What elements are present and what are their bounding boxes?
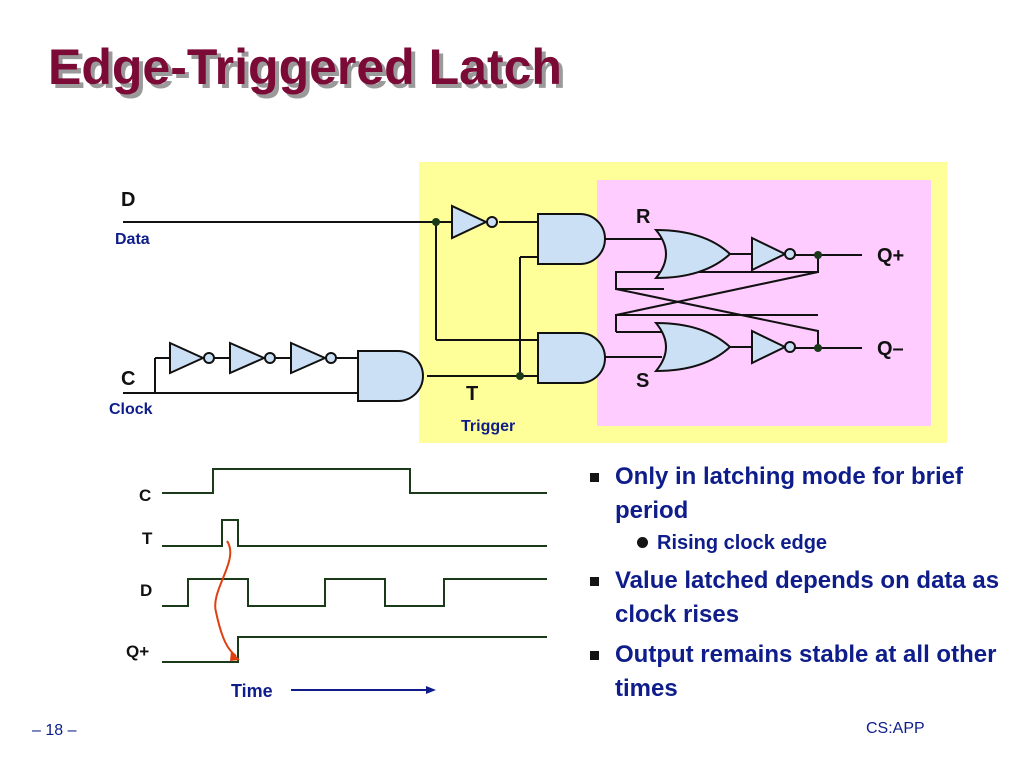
and-gate-r (537, 213, 606, 265)
inverter-q-plus (751, 236, 788, 272)
and-gate-clock (357, 350, 424, 402)
inverter-clock-1 (169, 341, 206, 375)
causal-arrowhead (230, 651, 240, 661)
sub-bullet-list: Rising clock edge (615, 528, 1010, 558)
slide-title: Edge-Triggered Latch (48, 39, 562, 95)
label-d: D (121, 189, 135, 211)
label-data: Data (115, 231, 150, 248)
or-gate-bottom (653, 321, 732, 373)
waveform-q-plus (162, 636, 547, 663)
logic-gates (169, 204, 796, 402)
timing-waveforms (162, 468, 547, 663)
inverter-clock-3 (290, 341, 328, 375)
timing-label-c: C (139, 486, 151, 505)
label-c: C (121, 368, 135, 390)
waveform-t (162, 519, 547, 547)
timing-label-t: T (142, 529, 153, 548)
bullet-item: Output remains stable at all other times (590, 638, 1010, 706)
label-trigger: Trigger (461, 418, 515, 435)
page-number: – 18 – (32, 722, 77, 739)
time-arrowhead (426, 686, 436, 694)
label-r: R (636, 206, 651, 228)
bullet-text: Only in latching mode for brief period (615, 463, 964, 524)
label-clock: Clock (109, 401, 153, 418)
timing-label-q-plus: Q+ (126, 642, 149, 661)
inverter-d-bubble (486, 216, 498, 228)
rs-latch-box (597, 180, 931, 426)
bullet-item: Value latched depends on data as clock r… (590, 564, 1010, 632)
bullet-list: Only in latching mode for brief period R… (590, 460, 1010, 712)
bullet-text: Value latched depends on data as clock r… (615, 567, 1000, 628)
time-label: Time (231, 681, 273, 701)
waveform-d (162, 578, 547, 607)
and-gate-s (537, 332, 606, 384)
bullet-item: Only in latching mode for brief period R… (590, 460, 1010, 558)
inverter-q-minus (751, 329, 788, 365)
label-q-minus: Q– (877, 338, 904, 360)
junction-dots (432, 218, 822, 380)
or-gate-top (653, 228, 732, 280)
inverter-clock-2 (229, 341, 267, 375)
circuit-wires (123, 221, 862, 394)
causal-arrow (214, 540, 237, 657)
course-label: CS:APP (866, 720, 925, 737)
waveform-c (162, 468, 547, 494)
label-t: T (466, 383, 478, 405)
timing-label-d: D (140, 581, 152, 600)
sub-bullet-item: Rising clock edge (635, 528, 1010, 558)
label-s: S (636, 370, 649, 392)
label-q-plus: Q+ (877, 245, 904, 267)
inverter-d (451, 204, 489, 240)
bullet-text: Output remains stable at all other times (615, 641, 997, 702)
